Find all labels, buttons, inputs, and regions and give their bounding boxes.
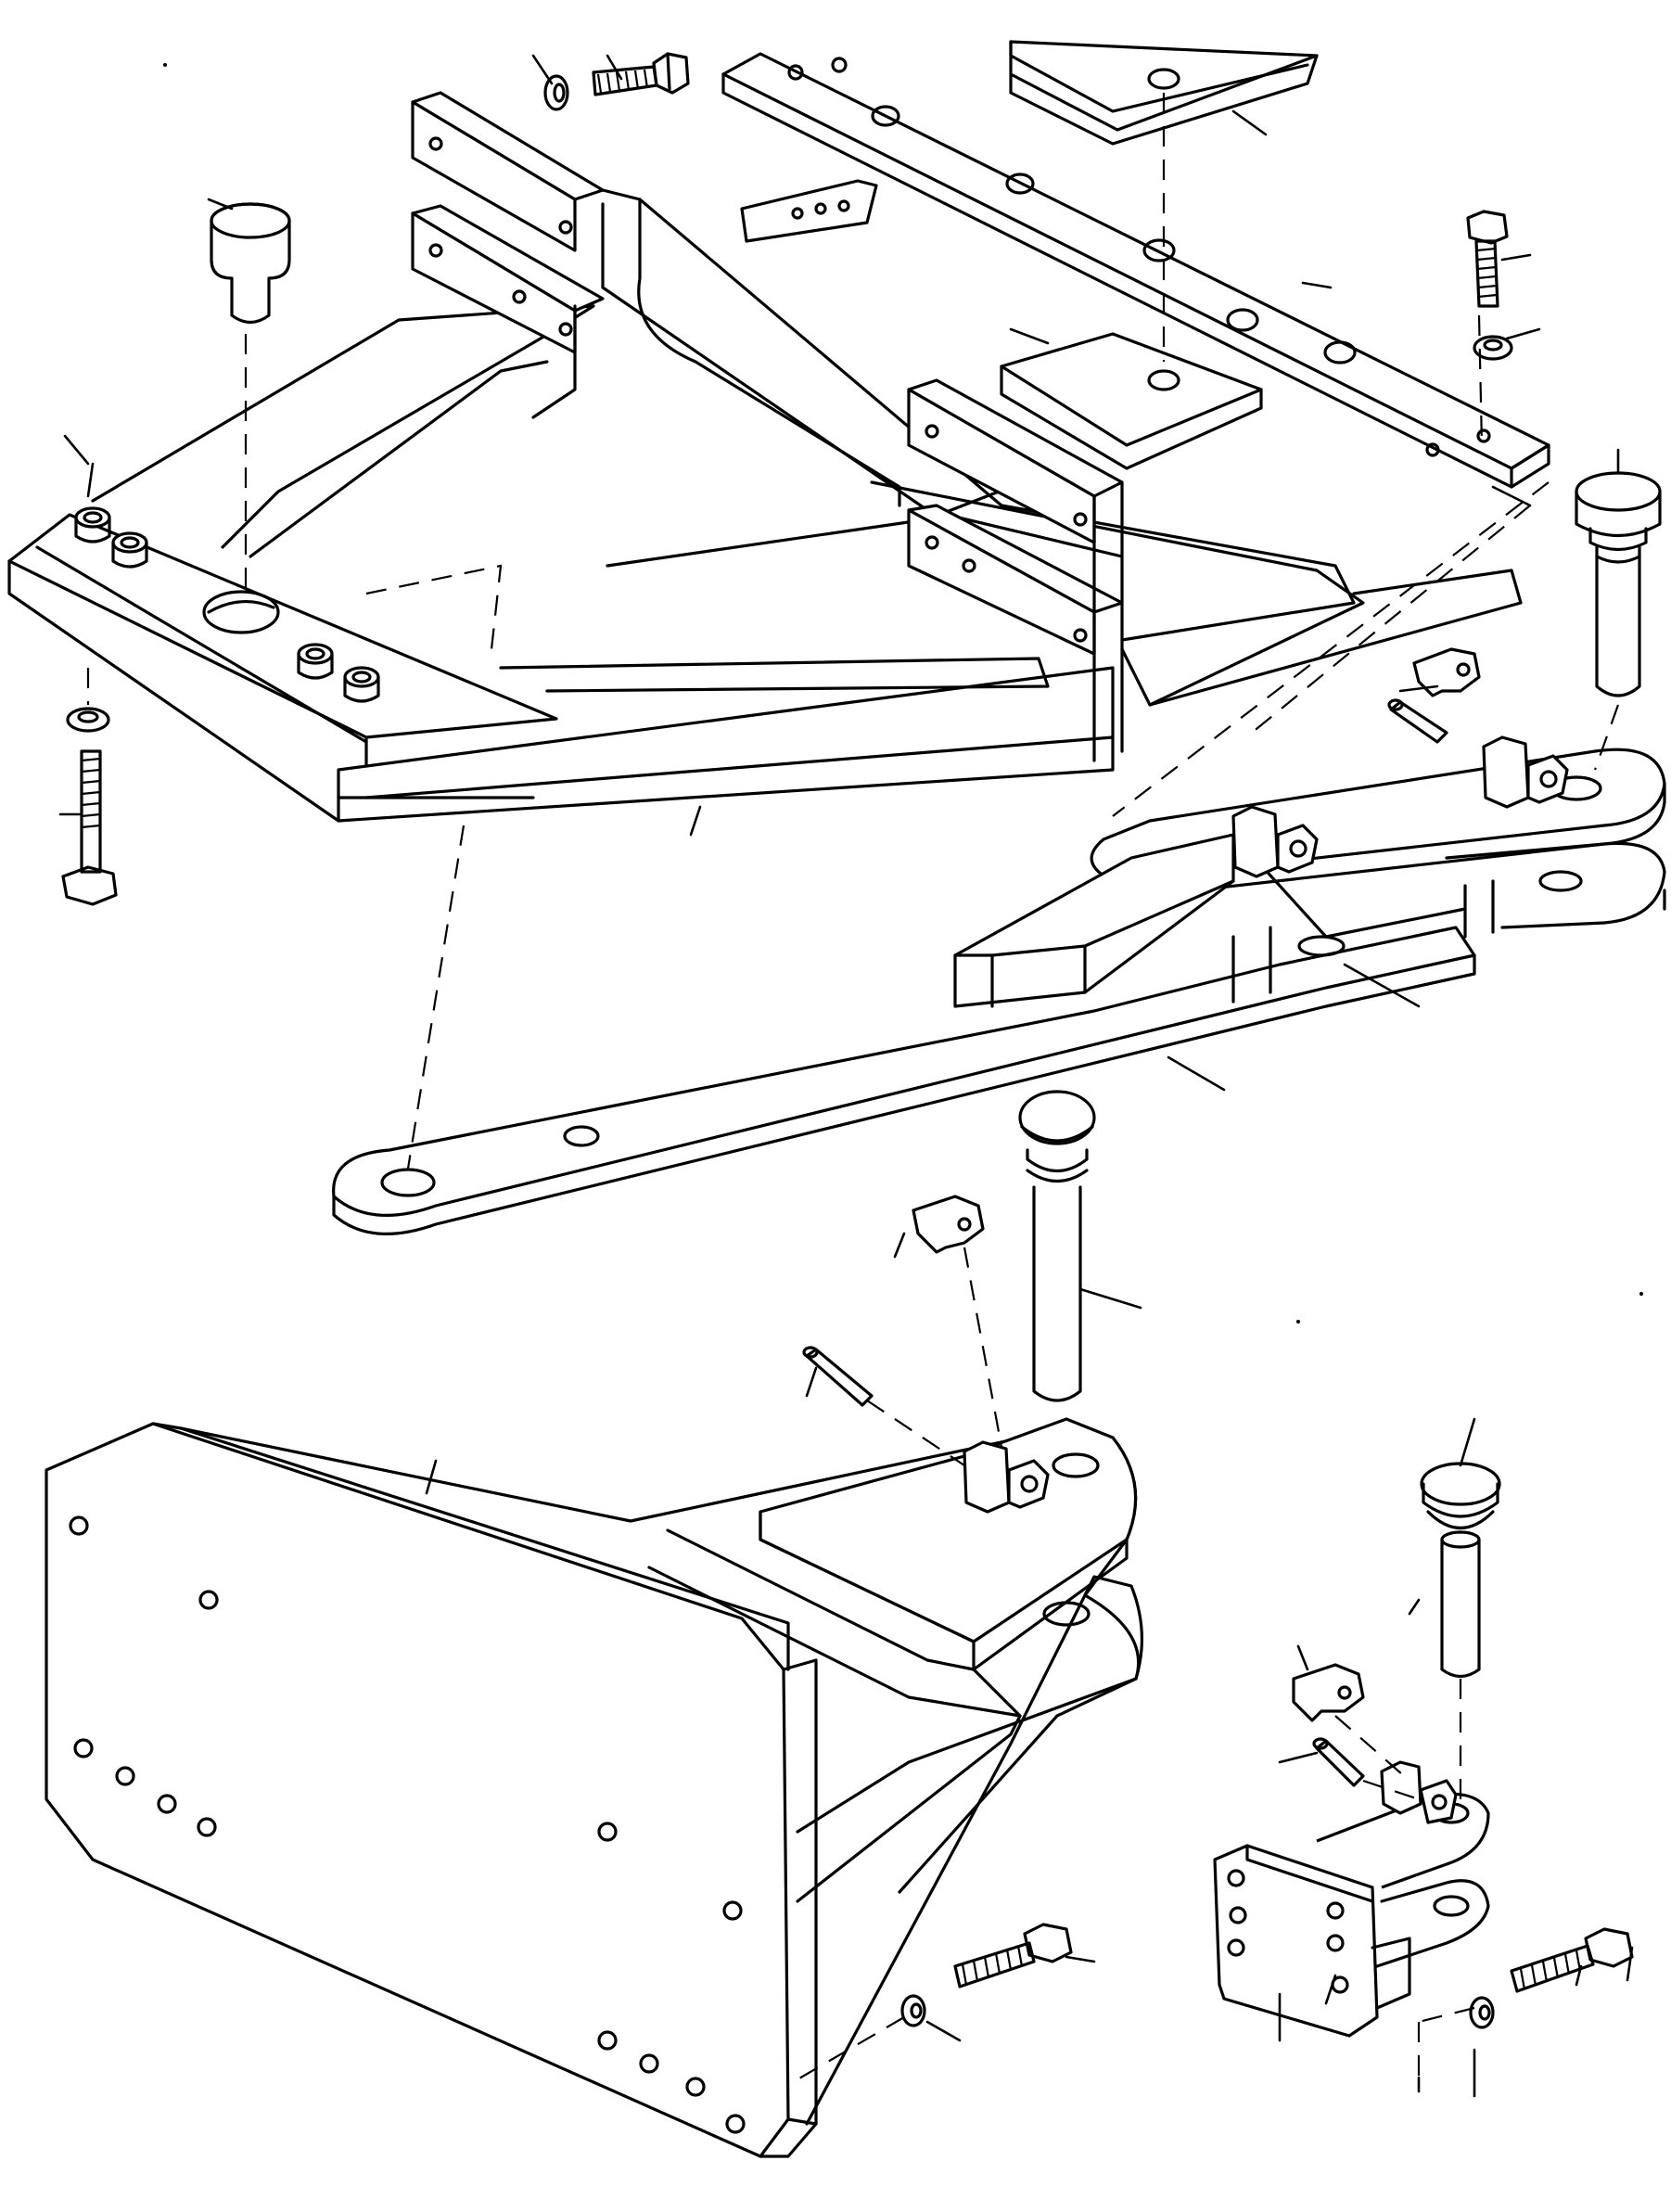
wear-plate-upper	[1009, 40, 1319, 146]
spacer-1	[74, 506, 111, 543]
drawbar-block-2	[1482, 735, 1569, 809]
rollpin-bottom	[1312, 1737, 1365, 1787]
pin-top-left	[210, 202, 291, 325]
pin-bottom-right	[1420, 1462, 1501, 1679]
washer-top	[543, 74, 569, 111]
clip-top	[1412, 647, 1481, 697]
pin-right	[1575, 471, 1662, 697]
callout-leaders	[58, 54, 1643, 2098]
spacer-2	[111, 531, 148, 569]
clevis	[1213, 1760, 1490, 2038]
bolt-bottom-mid	[953, 1923, 1073, 1988]
bolt-left	[61, 749, 118, 906]
drawbar-block-1	[1231, 805, 1319, 878]
a-frame	[7, 91, 1523, 823]
washer-right	[1473, 335, 1513, 361]
top-plate	[721, 52, 1550, 489]
rollpin-middle	[802, 1346, 874, 1407]
clip-bottom	[1292, 1663, 1365, 1722]
bolt-right	[1466, 210, 1509, 308]
spacer-group	[74, 506, 380, 703]
spacer-4	[343, 666, 380, 703]
pin-middle	[1018, 1090, 1096, 1402]
washer-bottom-right	[1469, 1996, 1495, 2029]
washer-left	[66, 707, 110, 733]
drawbar	[332, 748, 1666, 1236]
wear-plate-lower	[1000, 332, 1263, 470]
rollpin-top	[1387, 698, 1448, 744]
washer-bottom-mid	[900, 1994, 926, 2027]
clip-middle	[912, 1195, 985, 1254]
bolt-bottom-right	[1510, 1927, 1634, 1993]
spacer-3	[297, 643, 334, 680]
hitch-bracket	[45, 1417, 1144, 2158]
bolt-top	[592, 52, 690, 96]
assembly-lines	[86, 93, 1620, 2083]
